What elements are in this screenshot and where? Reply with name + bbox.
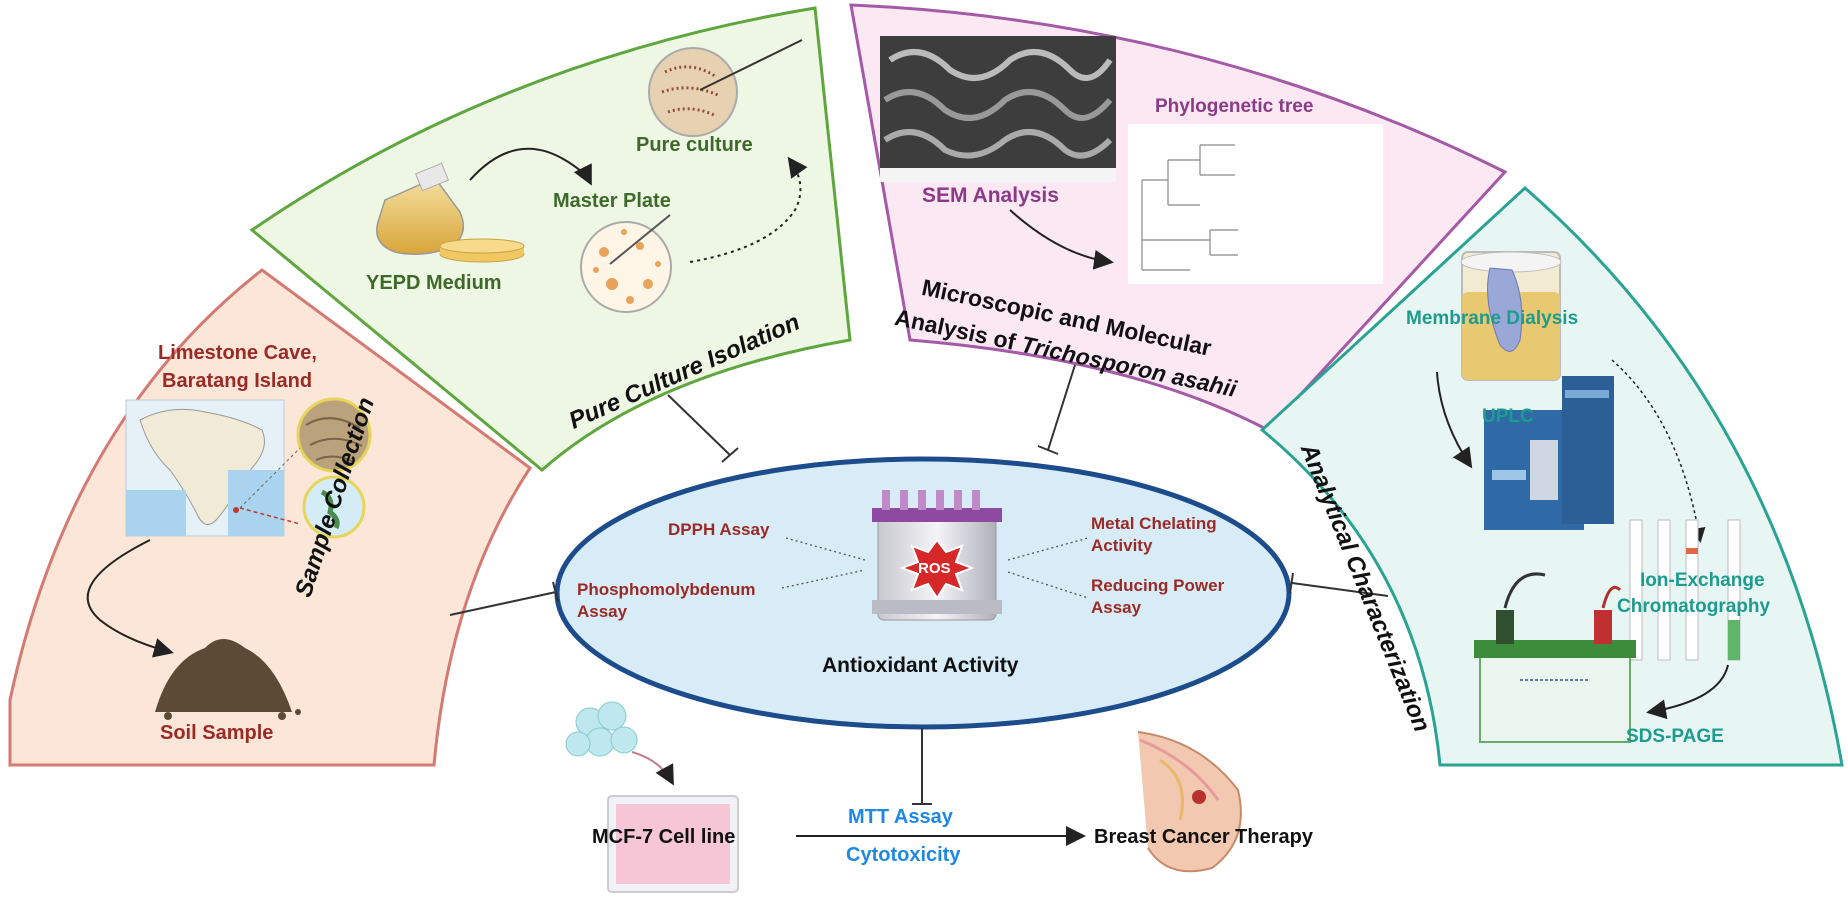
ros-test-tube-rack-icon	[872, 490, 1002, 621]
cave-rock-photo	[296, 397, 372, 473]
master-plate-icon	[580, 214, 672, 313]
petri-dish-yellow-icon	[439, 238, 525, 263]
flask-icon	[376, 162, 465, 255]
mcf7-cells-icon	[565, 701, 638, 757]
island-map-photo	[302, 475, 366, 539]
ros-burst-icon	[899, 538, 975, 600]
pure-culture-plate-icon	[648, 39, 803, 137]
phylogenetic-tree-image	[1128, 124, 1383, 284]
dialysis-beaker-icon	[1460, 251, 1562, 381]
well-plate-icon	[607, 795, 739, 893]
uplc-instrument-icon	[1484, 376, 1614, 530]
breast-anatomy-icon	[1137, 731, 1242, 873]
sem-image	[880, 36, 1116, 182]
soil-pile-icon	[155, 639, 301, 720]
india-map	[125, 399, 285, 537]
gel-electrophoresis-icon	[1474, 572, 1636, 743]
chromatography-columns-icon	[1629, 519, 1741, 661]
